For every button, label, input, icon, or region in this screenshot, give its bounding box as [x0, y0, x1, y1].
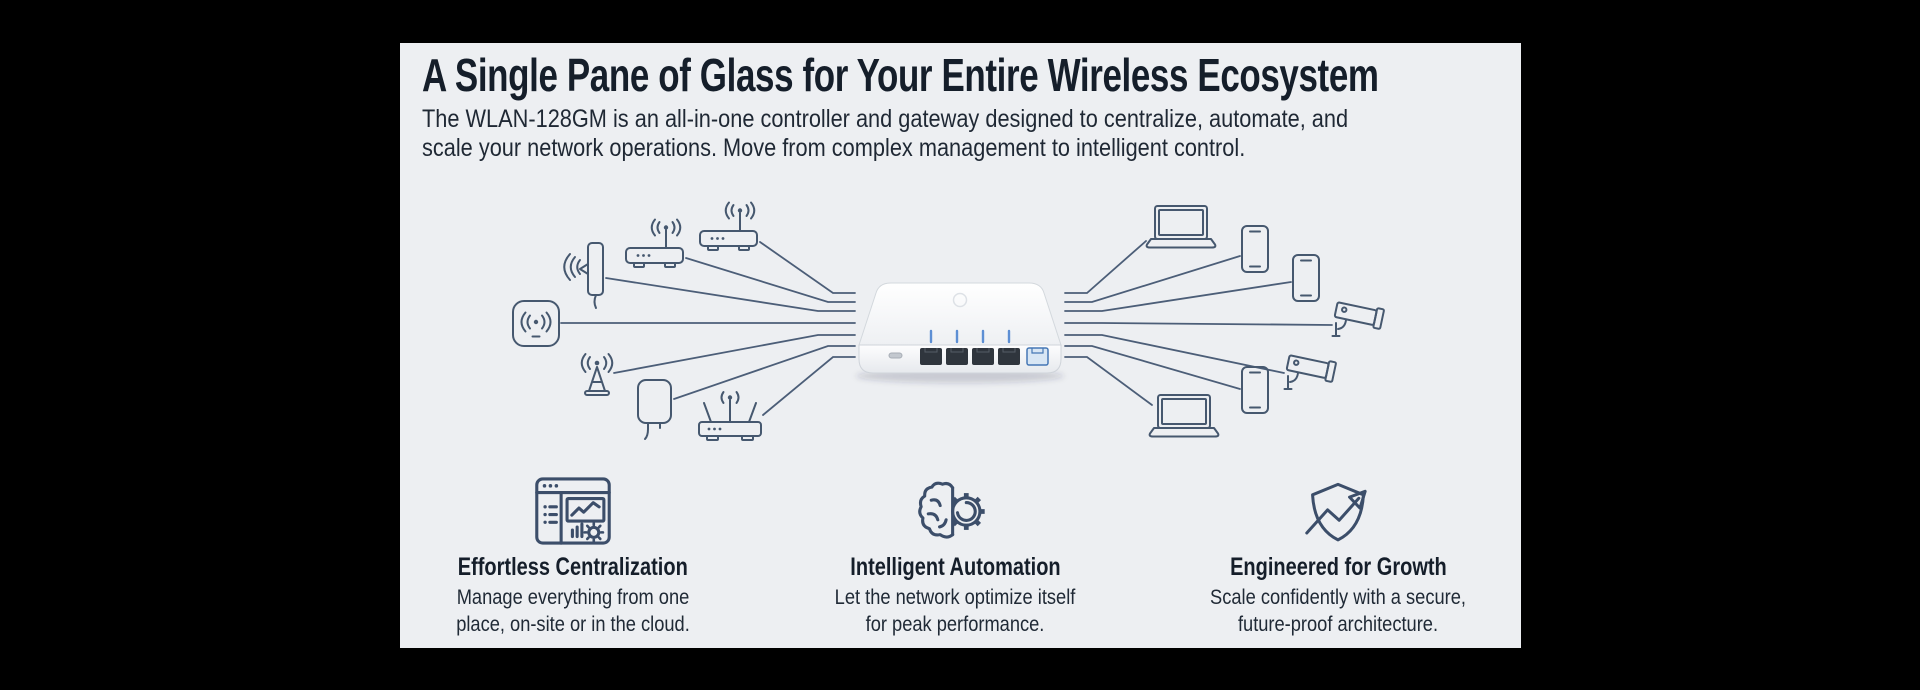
feature-icon-wrap — [400, 473, 773, 549]
tri-antenna-router-icon — [698, 391, 762, 441]
wall-panel-antenna-icon — [563, 242, 604, 309]
page-subtitle: The WLAN-128GM is an all-in-one controll… — [422, 105, 1486, 163]
laptop-icon — [1148, 394, 1220, 438]
feature-intelligent-automation: Intelligent Automation Let the network o… — [755, 473, 1155, 638]
subtitle-line-1: The WLAN-128GM is an all-in-one controll… — [422, 105, 1349, 133]
feature-description: Let the network optimize itself for peak… — [834, 586, 1076, 636]
feature-engineered-for-growth: Engineered for Growth Scale confidently … — [1138, 473, 1521, 638]
smartphone-icon — [1241, 366, 1269, 414]
wifi-router-icon — [625, 218, 684, 268]
feature-description: Manage everything from one place, on-sit… — [456, 586, 690, 636]
lan-port-pins — [924, 348, 1016, 353]
connection-lines — [560, 240, 1333, 416]
ceiling-access-point-icon — [512, 300, 560, 347]
usb-c-port — [888, 352, 903, 359]
wan-port — [1026, 347, 1049, 366]
cctv-camera-icon — [1283, 351, 1338, 390]
device-logo — [952, 292, 968, 308]
content-panel: A Single Pane of Glass for Your Entire W… — [400, 43, 1521, 648]
feature-heading: Engineered for Growth — [1229, 553, 1447, 581]
wifi-router-icon — [699, 201, 758, 251]
feature-heading: Effortless Centralization — [457, 553, 689, 581]
network-diagram — [512, 201, 1386, 441]
brain-gear-icon — [918, 481, 985, 539]
dashboard-browser-icon — [535, 477, 611, 545]
outdoor-access-point-icon — [637, 379, 672, 440]
wan-port-pins — [1031, 348, 1044, 354]
cctv-camera-icon — [1331, 298, 1386, 337]
smartphone-icon — [1241, 225, 1269, 273]
device-top — [858, 282, 1062, 346]
feature-effortless-centralization: Effortless Centralization Manage everyth… — [400, 473, 773, 638]
laptop-icon — [1145, 205, 1217, 249]
shield-growth-icon — [1305, 482, 1367, 542]
status-leds — [929, 329, 1011, 344]
feature-icon-wrap — [1138, 473, 1521, 549]
subtitle-line-2: scale your network operations. Move from… — [422, 134, 1246, 162]
feature-description: Scale confidently with a secure, future-… — [1210, 586, 1466, 636]
feature-heading: Intelligent Automation — [849, 553, 1061, 581]
page-title: A Single Pane of Glass for Your Entire W… — [422, 49, 1379, 101]
smartphone-icon — [1292, 254, 1320, 302]
feature-icon-wrap — [755, 473, 1155, 549]
antenna-mast-icon — [580, 353, 614, 396]
gateway-device — [856, 282, 1064, 383]
